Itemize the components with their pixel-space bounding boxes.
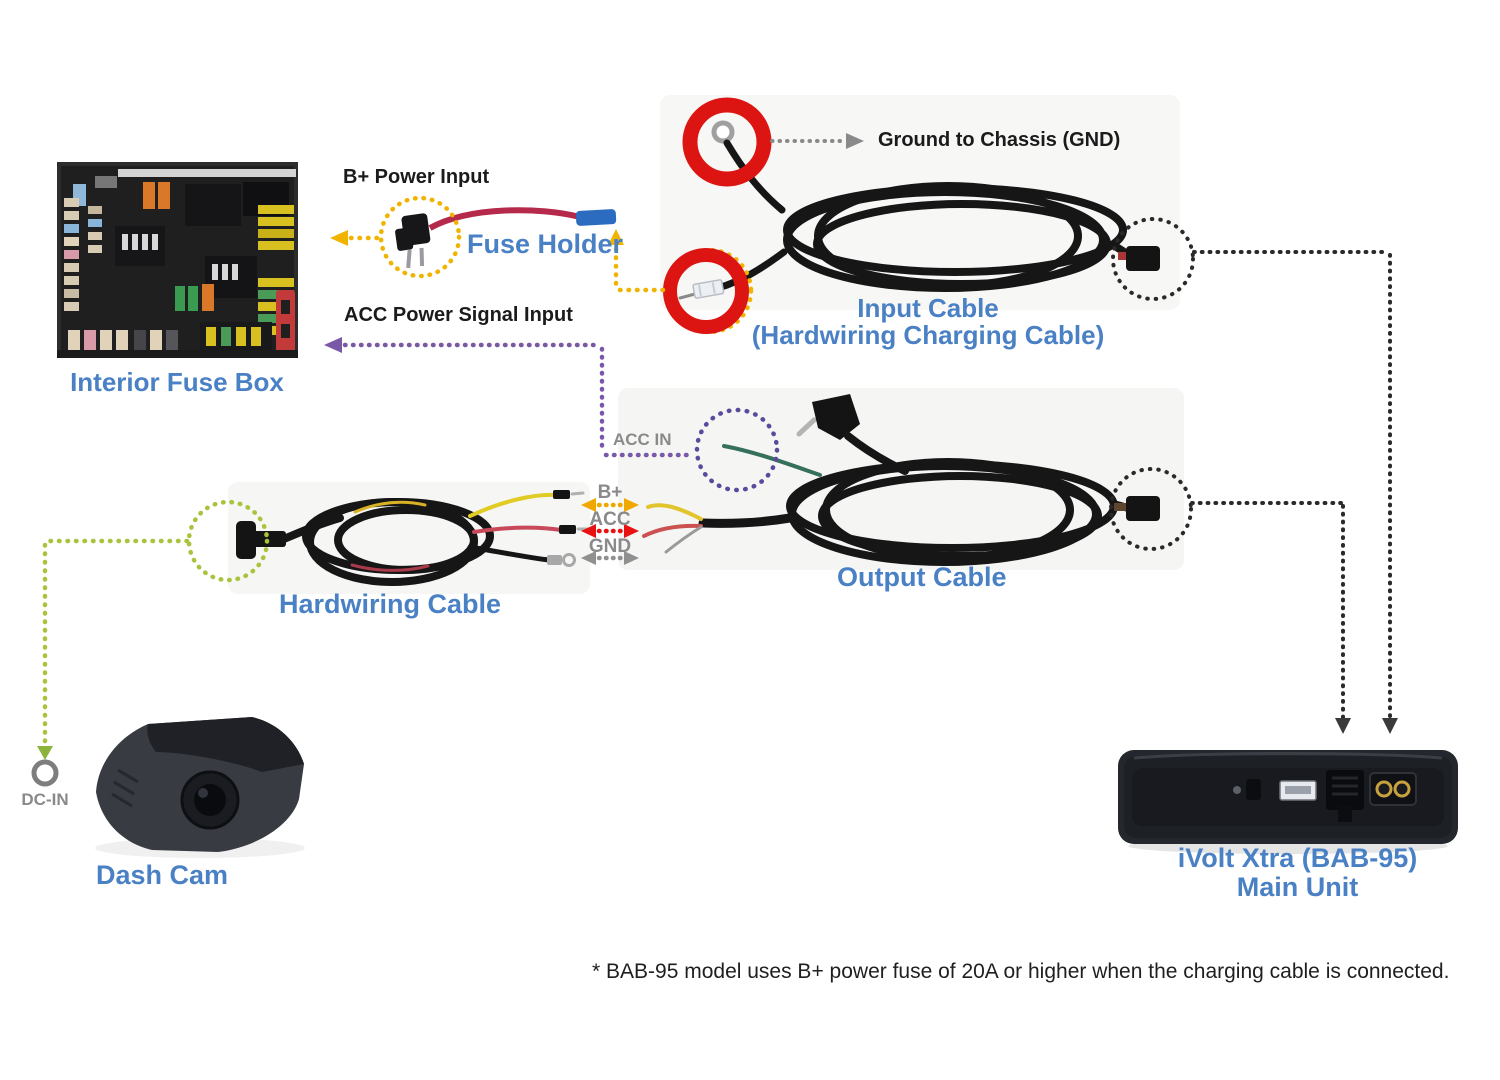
wire-gnd-label: GND: [588, 536, 632, 557]
fuse-holder-photo: [395, 207, 617, 269]
b-plus-power-input-label: B+ Power Input: [343, 166, 490, 188]
wire-b-plus-label: B+: [597, 482, 623, 503]
footnote-text: * BAB-95 model uses B+ power fuse of 20A…: [592, 960, 1450, 983]
acc-left-arrowhead: [324, 337, 342, 353]
main-unit-label-line1: iVolt Xtra (BAB-95): [1177, 843, 1418, 873]
input-connector-dotted-circle: [1111, 217, 1195, 301]
hardwiring-cable-photo: [236, 490, 590, 586]
main-unit-photo: [1118, 750, 1458, 844]
fuse-tap-dotted-circle: [378, 195, 462, 279]
bplus-left-arrowhead: [330, 230, 348, 246]
input-to-unit-arrowhead: [1382, 718, 1398, 734]
fuse-highlight-ring: [663, 248, 749, 334]
output-connector-dotted-circle: [1109, 467, 1193, 551]
wire-acc-label: ACC: [589, 509, 631, 530]
dcin-arrowhead: [37, 746, 53, 760]
dc-in-port-ring: [31, 759, 59, 787]
hardwiring-cable-label: Hardwiring Cable: [279, 589, 502, 619]
dc-plug-dotted-circle: [186, 499, 270, 583]
fuse-box-photo: [57, 162, 298, 358]
annotation-circles: [186, 97, 1195, 583]
output-cable-label: Output Cable: [837, 562, 1007, 592]
dash-cam-photo: [96, 717, 304, 852]
interior-fuse-box-label: Interior Fuse Box: [70, 367, 284, 397]
acc-in-label: ACC IN: [613, 430, 672, 449]
fuse-holder-up-arrowhead: [608, 229, 624, 245]
ground-label: Ground to Chassis (GND): [878, 129, 1121, 151]
dc-in-label: DC-IN: [21, 790, 69, 809]
output-to-unit-arrowhead: [1335, 718, 1351, 734]
fuse-holder-label: Fuse Holder: [467, 229, 624, 259]
dash-cam-label: Dash Cam: [96, 860, 229, 890]
main-unit-label-line2: Main Unit: [1236, 872, 1359, 902]
input-cable-label-line2: (Hardwiring Charging Cable): [751, 320, 1105, 350]
output-cable-photo: [642, 394, 1160, 566]
input-cable-label-line1: Input Cable: [857, 293, 999, 323]
acc-power-signal-input-label: ACC Power Signal Input: [344, 304, 573, 326]
acc-wire-dotted-circle: [694, 407, 780, 493]
ground-arrowhead: [846, 133, 864, 149]
ground-highlight-ring: [682, 97, 772, 187]
annotation-paths: [31, 133, 1398, 787]
